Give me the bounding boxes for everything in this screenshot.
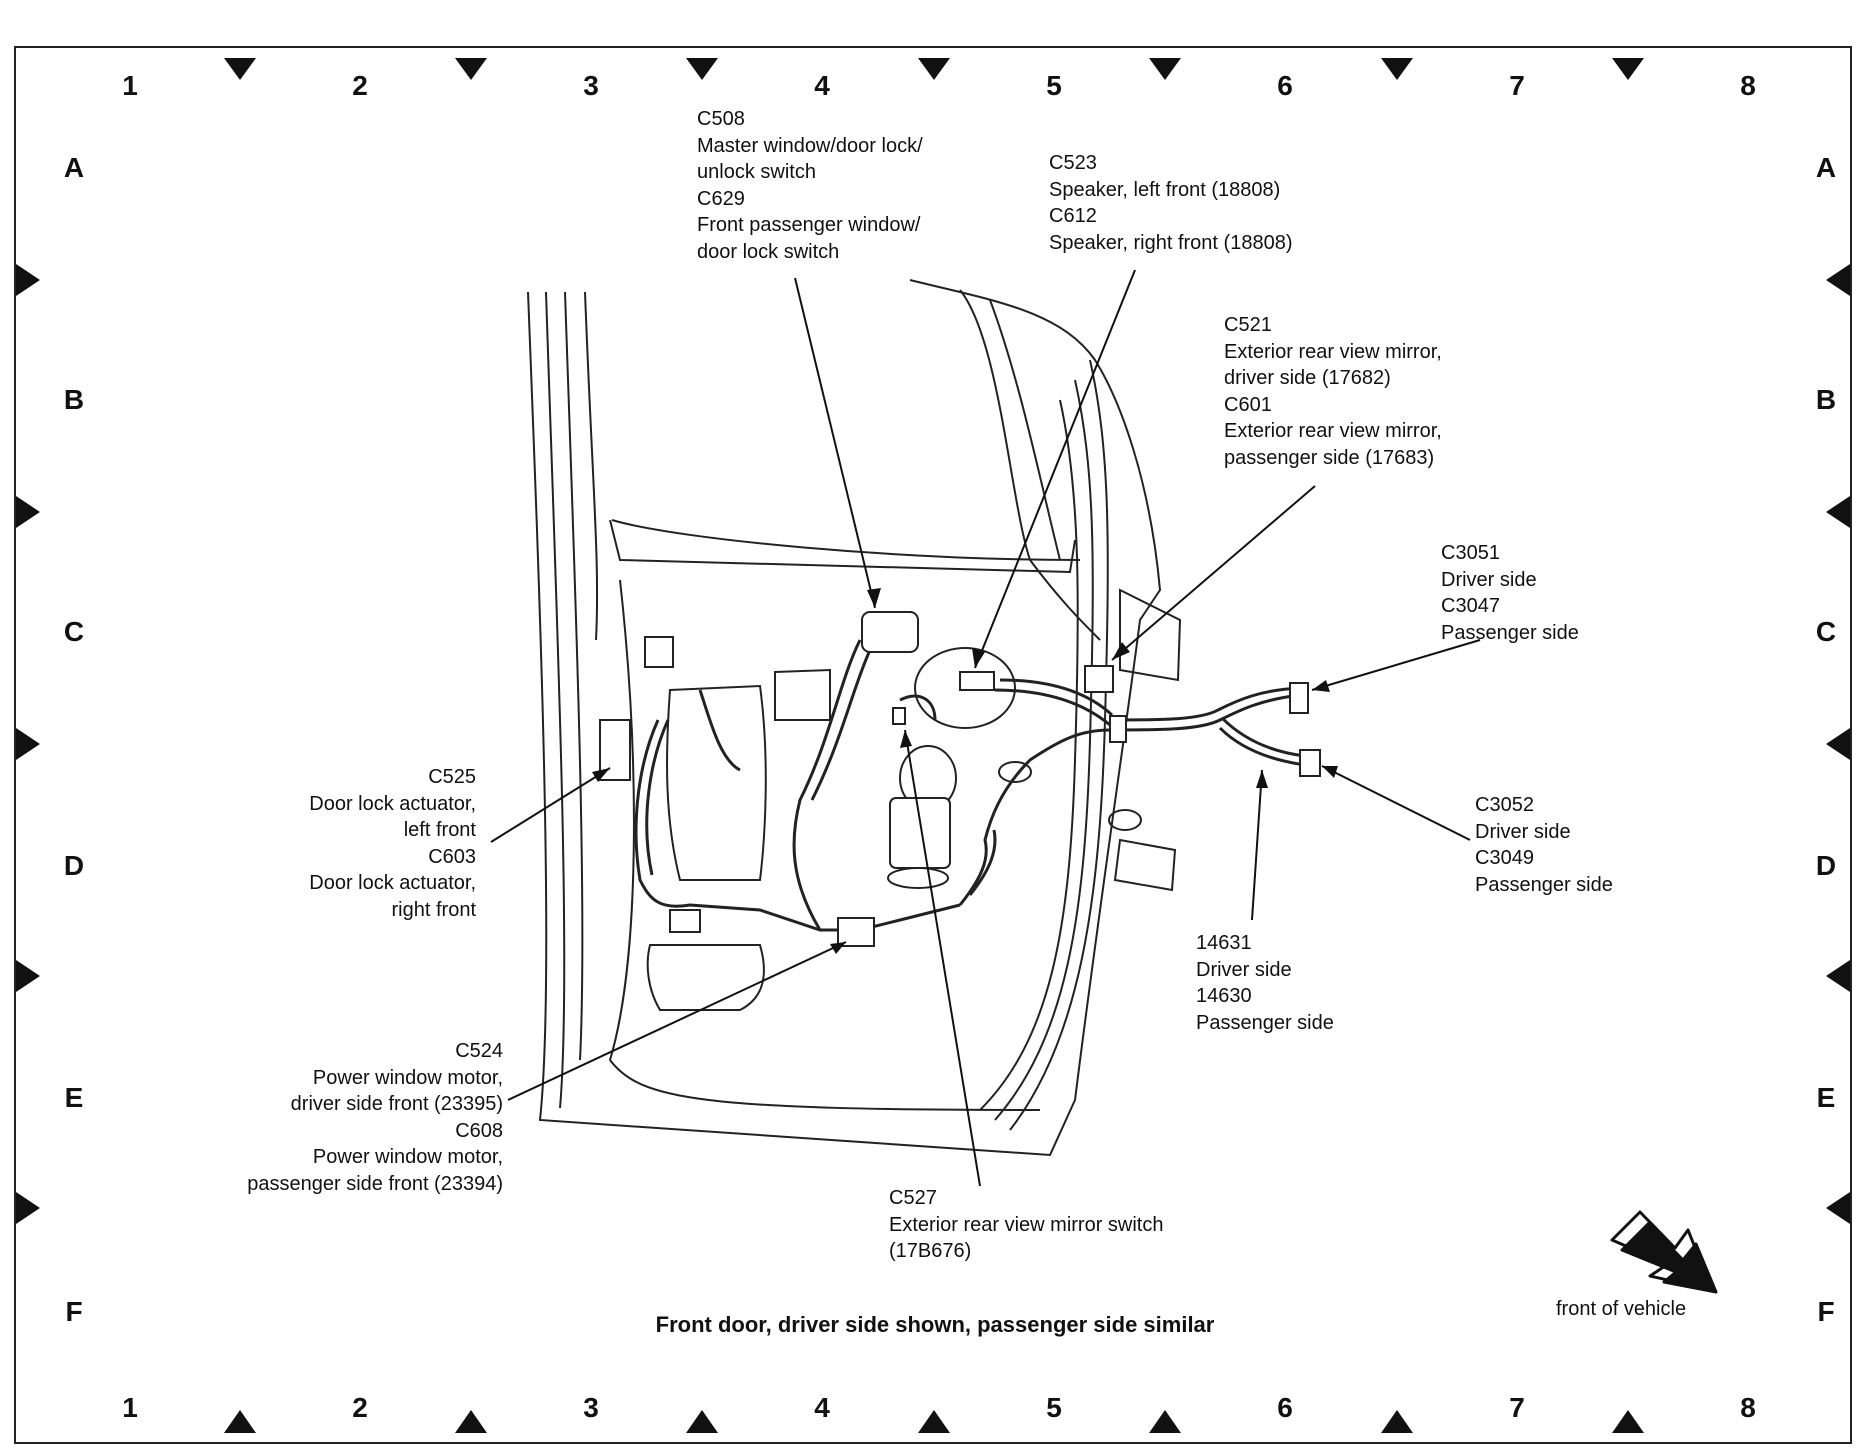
grid-col-bottom-4: 4: [814, 1392, 830, 1423]
leader-arrowheads: [592, 588, 1338, 954]
grid-col-bottom-8: 8: [1740, 1392, 1756, 1423]
grid-col-top-2: 2: [352, 70, 368, 101]
grid-col-top-7: 7: [1509, 70, 1525, 101]
front-of-vehicle-label: front of vehicle: [1556, 1298, 1687, 1320]
connector-small: [669, 909, 701, 933]
grid-col-top-5: 5: [1046, 70, 1062, 101]
leader-lines: [490, 269, 1481, 1187]
grid-col-top-3: 3: [583, 70, 599, 101]
grommet: [1109, 715, 1127, 743]
diagram-border: [14, 46, 1852, 1444]
grid-row-left-C: C: [63, 616, 85, 647]
grid-row-right-C: C: [1815, 616, 1837, 647]
grid-row-left-F: F: [65, 1296, 83, 1327]
connector-c3052: [1299, 749, 1321, 777]
label-c524: C524 Power window motor, driver side fro…: [247, 1040, 503, 1195]
grid-col-bottom-3: 3: [583, 1392, 599, 1423]
connector-c524: [837, 917, 875, 947]
connector-c521: [1084, 665, 1114, 693]
connector-c525-top: [644, 636, 674, 668]
grid-col-top-1: 1: [122, 70, 138, 101]
grid-row-left-E: E: [64, 1082, 84, 1113]
grid-row-right-F: F: [1817, 1296, 1835, 1327]
connector-c3051: [1289, 682, 1309, 714]
connector-c523: [959, 671, 995, 691]
grid-col-top-6: 6: [1277, 70, 1293, 101]
connector-c508: [861, 611, 919, 653]
label-c527: C527 Exterior rear view mirror switch (1…: [889, 1187, 1164, 1262]
wiring-harness: [634, 639, 1306, 932]
label-c525: C525 Door lock actuator, left front C603…: [309, 766, 476, 921]
grid-col-bottom-1: 1: [122, 1392, 138, 1423]
label-c523: C523 Speaker, left front (18808) C612 Sp…: [1049, 152, 1293, 254]
label-c521: C521 Exterior rear view mirror, driver s…: [1224, 314, 1442, 469]
grid-col-top-8: 8: [1740, 70, 1756, 101]
label-c3052: C3052 Driver side C3049 Passenger side: [1475, 794, 1613, 896]
label-c508: C508 Master window/door lock/ unlock swi…: [697, 108, 923, 263]
grid-row-left-B: B: [63, 384, 85, 415]
door-outline: [527, 279, 1182, 1157]
grid-col-bottom-5: 5: [1046, 1392, 1062, 1423]
grid-col-bottom-7: 7: [1509, 1392, 1525, 1423]
connector-c527: [892, 707, 906, 725]
window-motor: [887, 745, 957, 889]
grid-row-right-A: A: [1815, 152, 1837, 183]
grid-row-left-A: A: [63, 152, 85, 183]
front-of-vehicle-arrow-icon: [1610, 1210, 1718, 1294]
label-14631: 14631 Driver side 14630 Passenger side: [1196, 932, 1334, 1034]
grid-row-left-D: D: [63, 850, 85, 881]
grid-row-right-B: B: [1815, 384, 1837, 415]
grid-col-bottom-2: 2: [352, 1392, 368, 1423]
grid-markers: [16, 58, 1850, 1433]
grid-row-right-D: D: [1815, 850, 1837, 881]
grid-col-bottom-6: 6: [1277, 1392, 1293, 1423]
grid-row-right-E: E: [1816, 1082, 1836, 1113]
grid-col-top-4: 4: [814, 70, 830, 101]
diagram-title: Front door, driver side shown, passenger…: [655, 1312, 1215, 1337]
connectors: [599, 611, 1321, 947]
label-c3051: C3051 Driver side C3047 Passenger side: [1441, 542, 1579, 644]
